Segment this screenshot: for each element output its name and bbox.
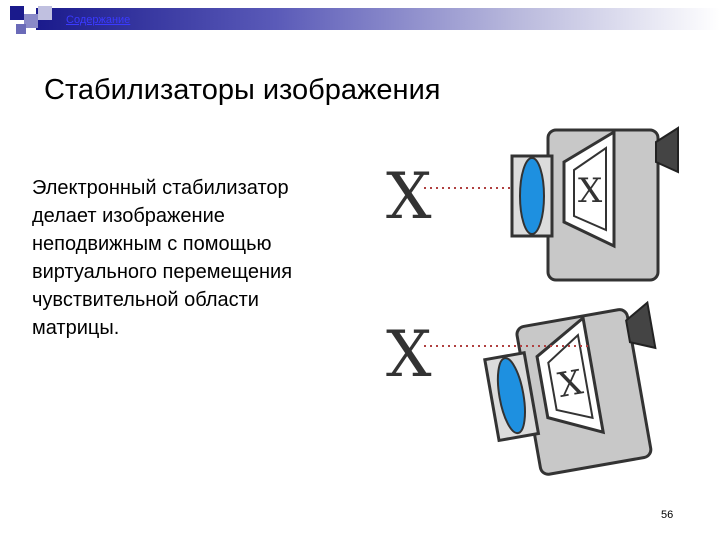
slide-title: Стабилизаторы изображения <box>44 74 441 106</box>
decorative-square <box>16 24 26 34</box>
camera-top: X <box>510 126 679 282</box>
page-number: 56 <box>661 509 674 521</box>
decorative-square <box>24 14 38 28</box>
lens-top <box>519 157 545 235</box>
decorative-square <box>10 6 24 20</box>
camera-bottom: X <box>483 300 657 476</box>
header-bar: Содержание <box>0 0 720 38</box>
body-text: Электронный стабилизатор делает изображе… <box>32 177 293 339</box>
decorative-square <box>38 6 52 20</box>
subject-letter-in-camera-top: X <box>578 171 603 211</box>
header-gradient <box>36 8 720 30</box>
lens-bottom <box>496 357 526 435</box>
subject-letter-top: X <box>386 160 432 234</box>
contents-link[interactable]: Содержание <box>66 14 131 26</box>
subject-letter-bottom: X <box>386 318 432 392</box>
camera-stabilization-illustration: X X X X <box>386 126 679 476</box>
